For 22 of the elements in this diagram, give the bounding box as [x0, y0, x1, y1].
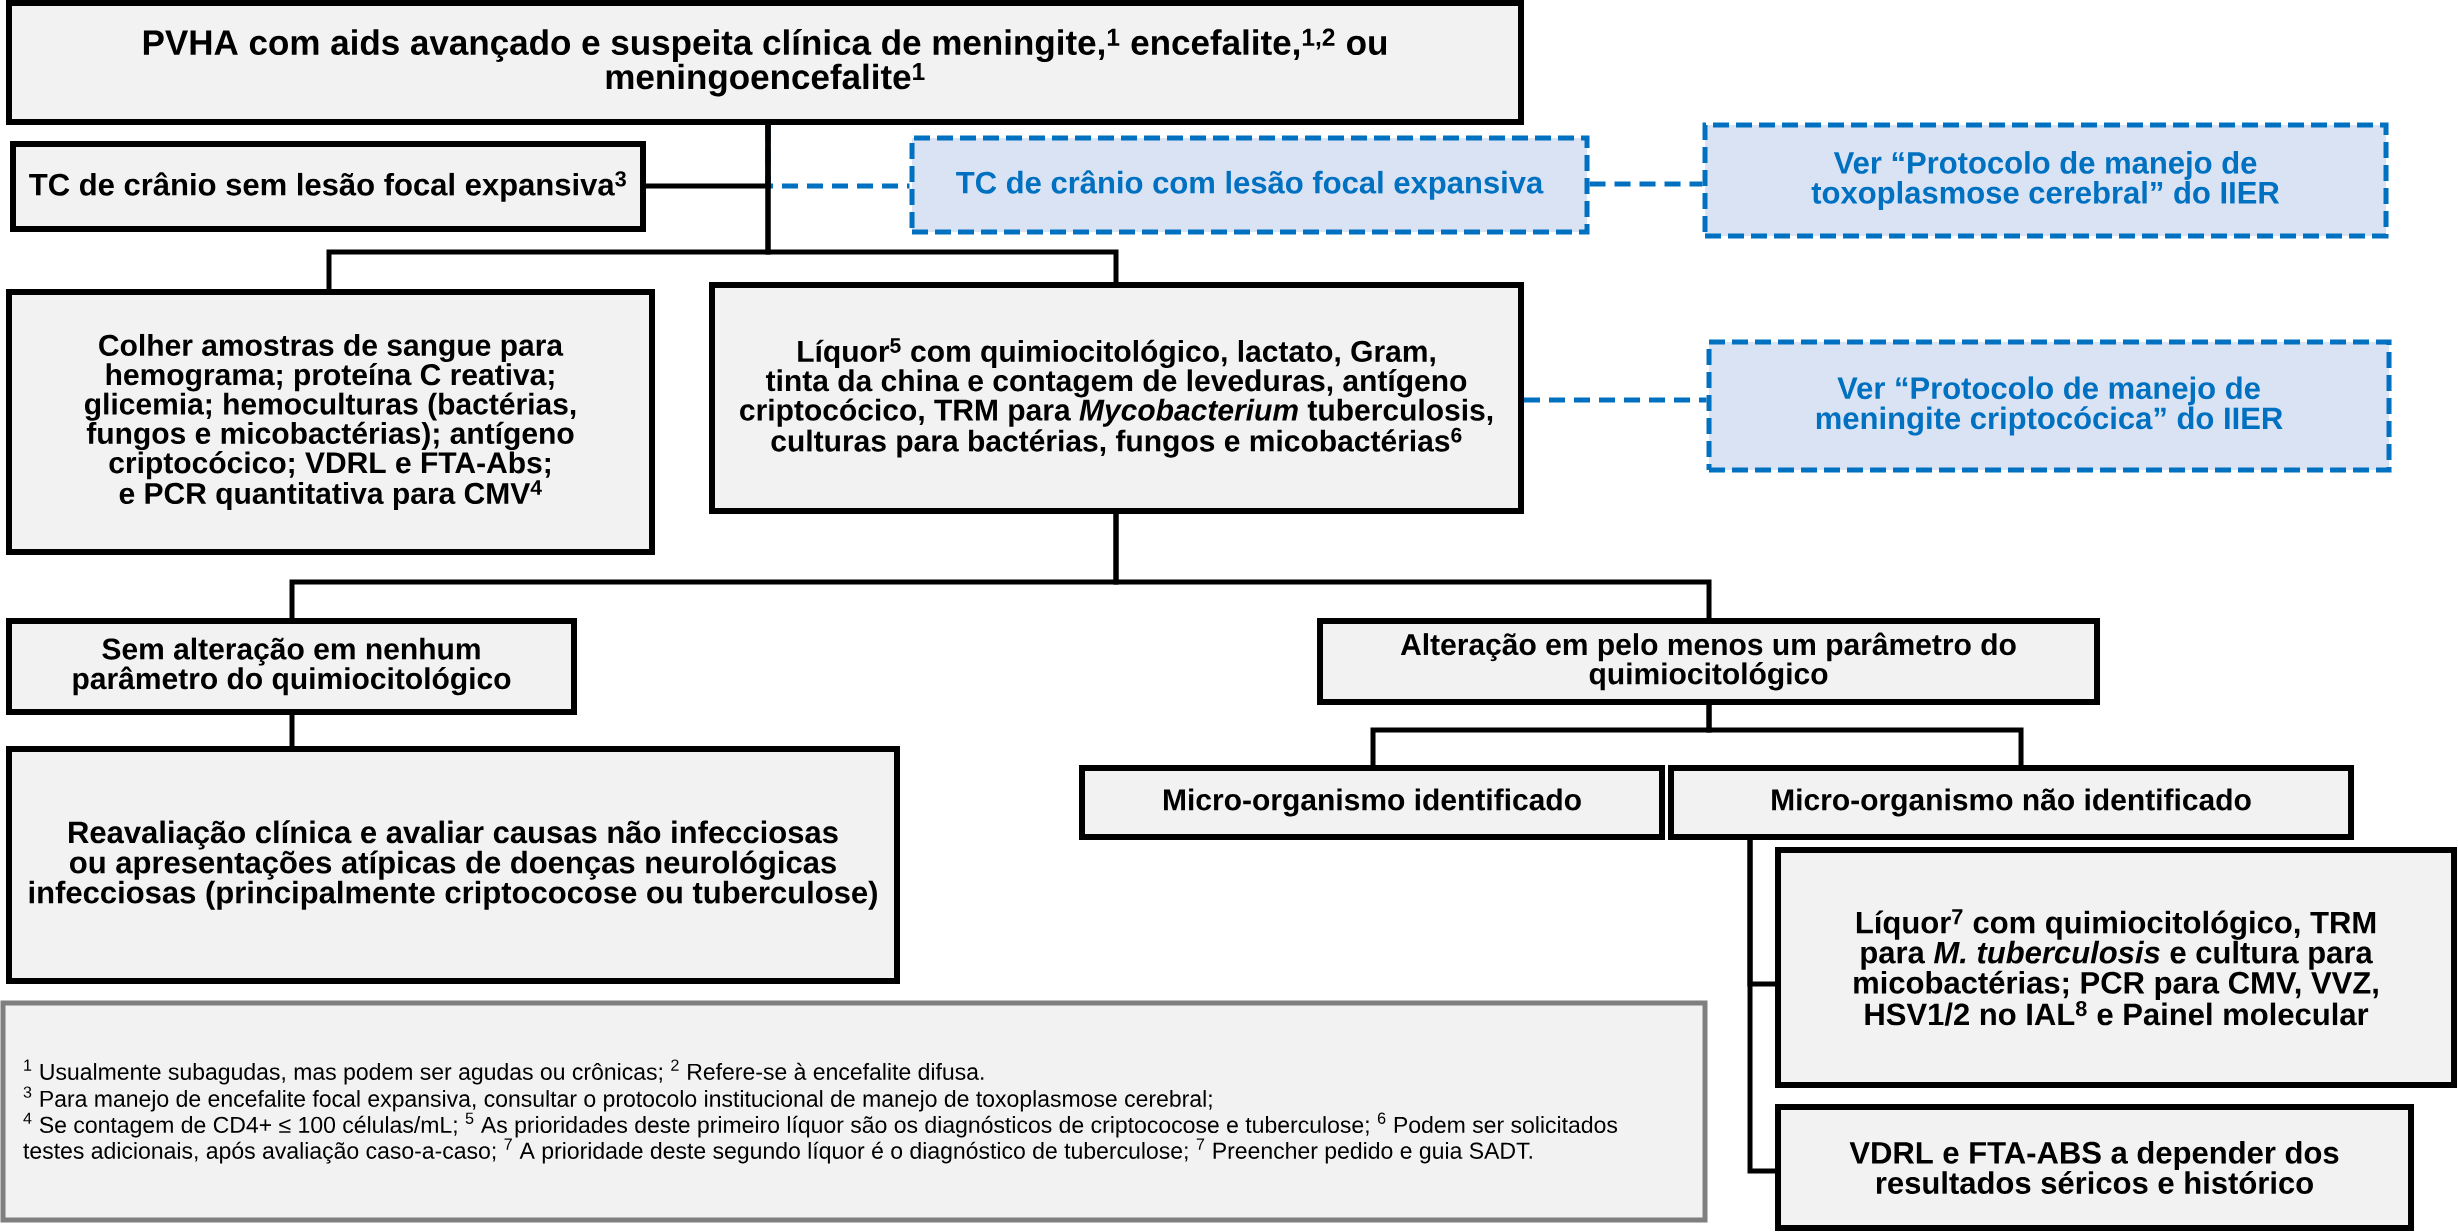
connector-line [1747, 840, 1775, 1174]
reference-box: Ver “Protocolo de manejo de toxoplasmose cerebral” do IIER [1702, 122, 2389, 239]
connector-line [1706, 705, 2024, 765]
process-box: Alteração em pelo menos um parâmetro do quimiocitológico [1317, 618, 2100, 705]
reference-box: Ver “Protocolo de manejo de meningite criptocócica” do IIER [1706, 339, 2392, 473]
connector-line [765, 125, 1119, 282]
process-box: TC de crânio sem lesão focal expansiva$^{3}$ [10, 141, 646, 232]
dashed-connector [1524, 397, 1707, 403]
connector-line [1113, 514, 1712, 618]
process-box: Reavaliação clínica e avaliar causas não infecciosas ou apresentações atípicas de doenças neurológicas infecciosas (principalmente criptococose ou tuberculose) [6, 746, 900, 984]
process-box: VDRL e FTA-ABS a depender dos resultados séricos e histórico [1775, 1104, 2415, 1231]
process-box: Sem alteração em nenhum parâmetro do quimiocitológico [6, 618, 577, 715]
process-box: Líquor$^{5}$ com quimiocitológico, lactato, Gram, tinta da china e contagem de leveduras, antígeno criptocócico, TRM para Mycobacterium tuberculosis, culturas para bactérias, fungos e micobactérias$^{6}$ [709, 282, 1524, 514]
connector-line [289, 715, 295, 746]
process-box: Líquor$^{7}$ com quimiocitológico, TRM para M. tuberculosis e cultura para micobactérias; PCR para CMV, VVZ, HSV1/2 no IAL$^{8}$ e Painel molecular [1775, 847, 2458, 1088]
process-box: Micro-organismo identificado [1079, 765, 1665, 840]
reference-box: TC de crânio com lesão focal expansiva [909, 135, 1590, 235]
footnote-box: $^{1}$ Usualmente subagudas, mas podem ser agudas ou crônicas; $^{2}$ Refere-se à encefalite difusa. $^{3}$ Para manejo de encefalite focal expansiva, consultar o protocolo institucional de manejo de toxoplasmose cerebral; $^{4}$ Se contagem de CD4+ ≤ 100 células/mL; $^{5}$ As prioridades deste primeiro líquor são os diagnósticos de criptococose e tuberculose; $^{6}$ Podem ser solicitados testes adicionais, após avaliação caso-a-caso; $^{7}$ A prioridade deste segundo líquor é o diagnóstico de tuberculose; $^{7}$ Preencher pedido e guia SADT. [0, 1000, 1708, 1223]
dashed-connector [1589, 181, 1703, 187]
process-box: Micro-organismo não identificado [1668, 765, 2355, 840]
process-box: Colher amostras de sangue para hemograma; proteína C reativa; glicemia; hemoculturas (bactérias, fungos e micobactérias); antígeno criptocócico; VDRL e FTA-Abs; e PCR quantitativa para CMV$^{4}$ [6, 289, 655, 555]
process-box: PVHA com aids avançado e suspeita clínica de meningite,$^{1}$ encefalite,$^{1,2}$ ou meningoencefalite$^{1}$ [6, 0, 1524, 125]
